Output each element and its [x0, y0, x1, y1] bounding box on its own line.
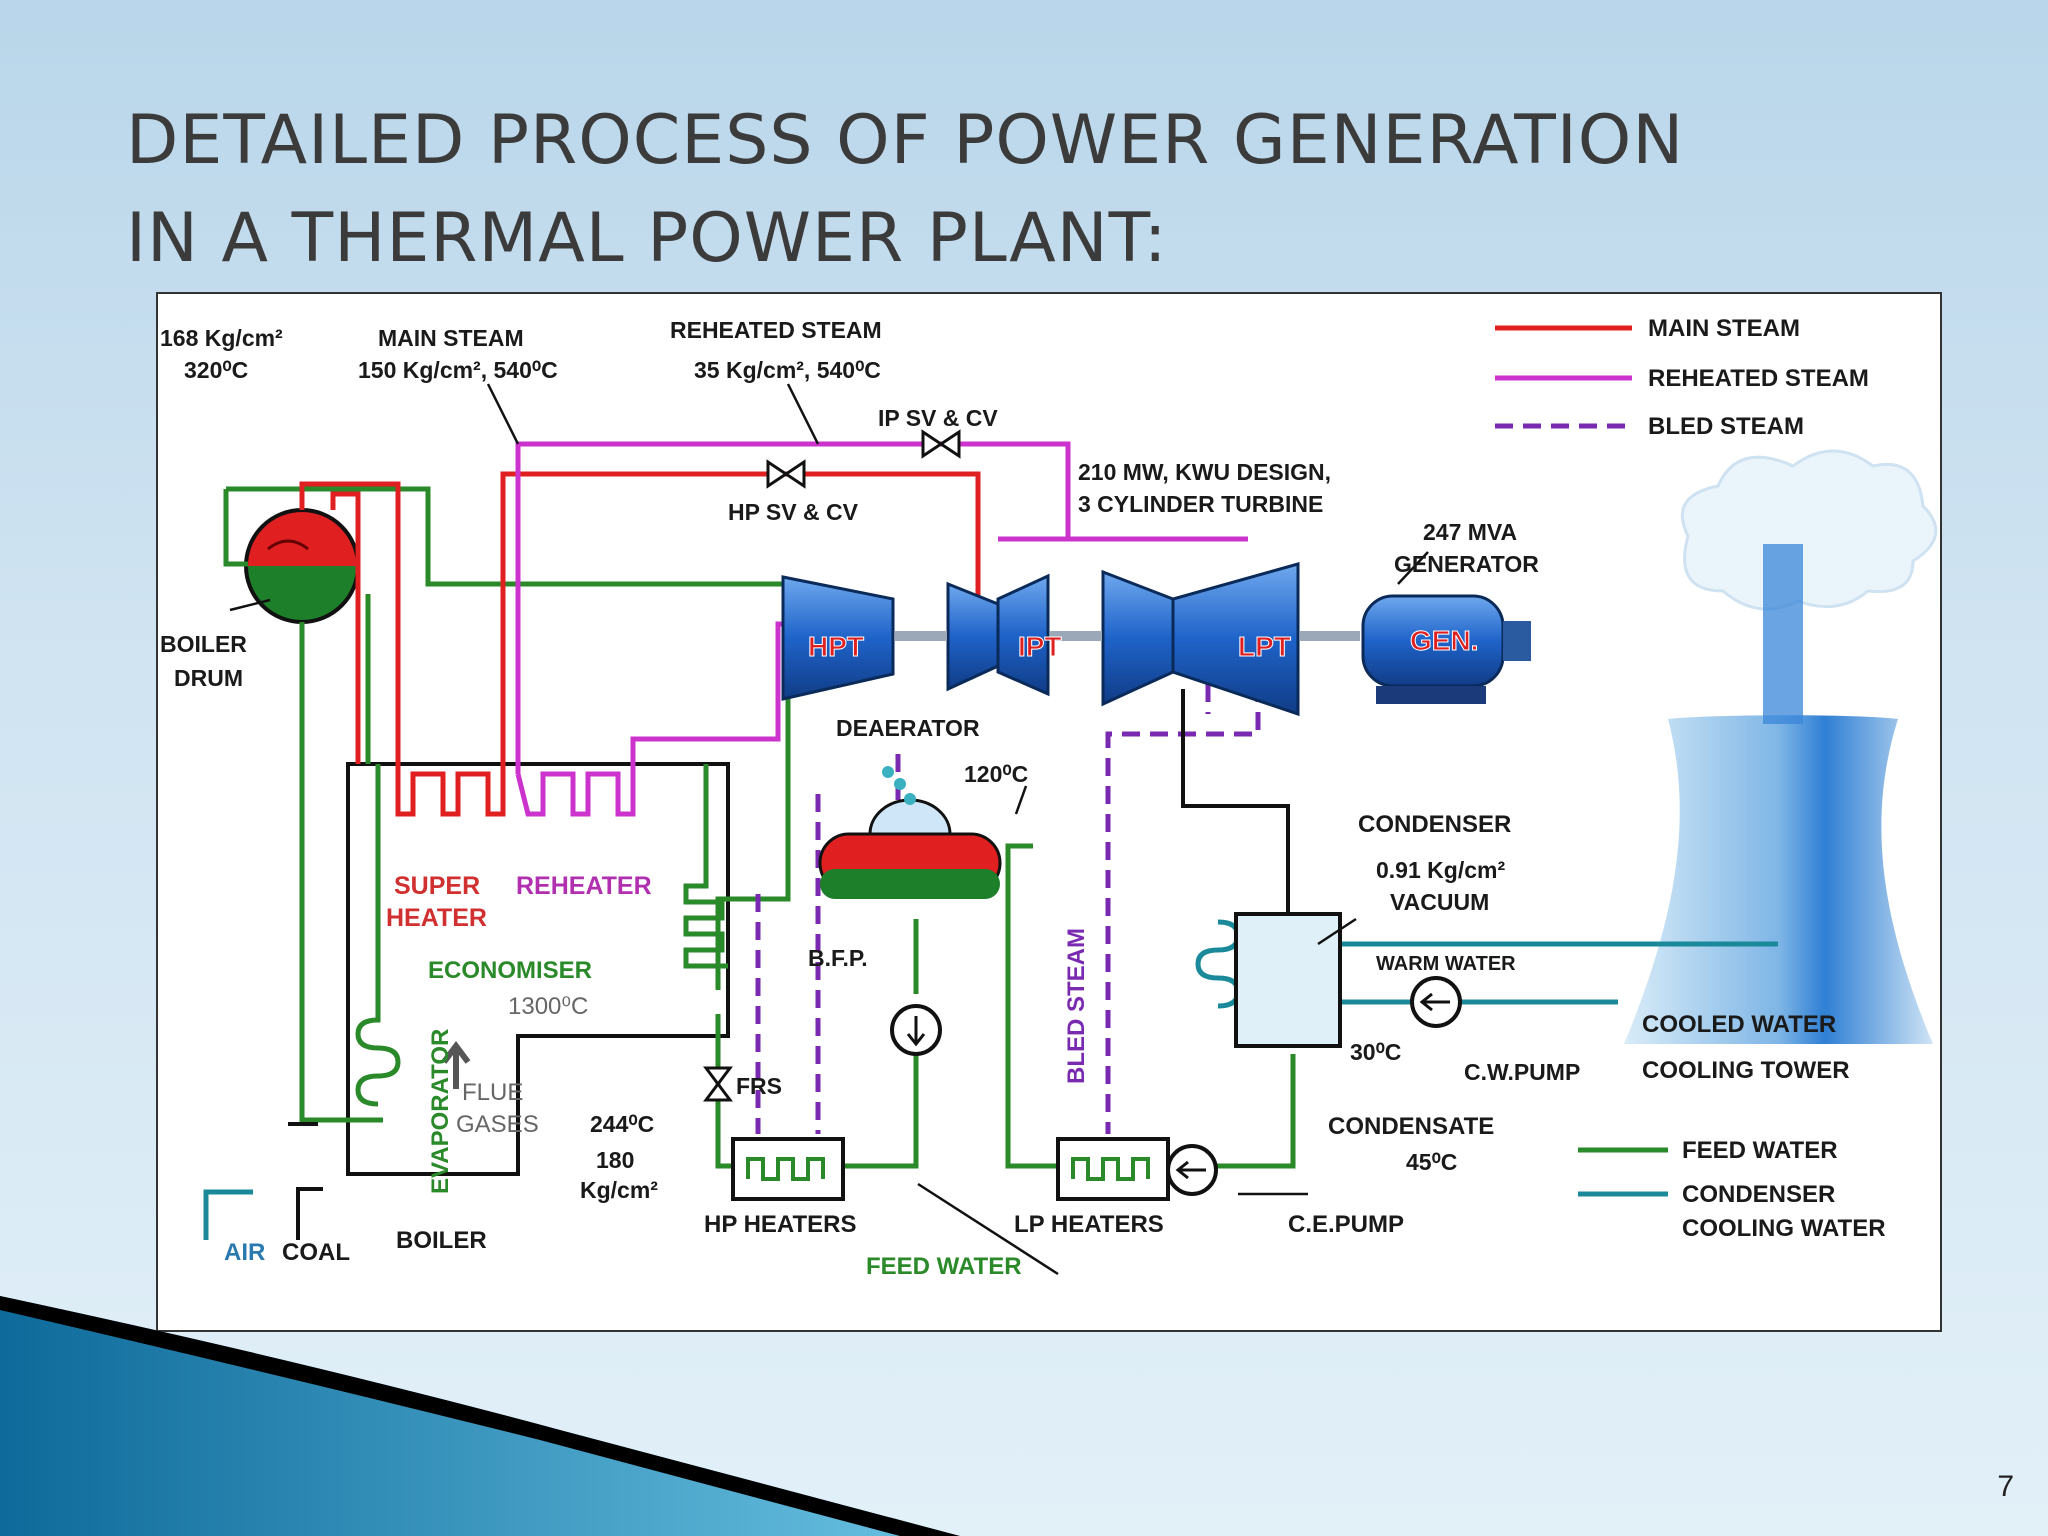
cw-pump [1410, 976, 1462, 1028]
ce-pump [1166, 1144, 1218, 1196]
label-warm-water: WARM WATER [1376, 953, 1516, 975]
reheated-steam-lines [515, 441, 1248, 817]
label-turbine-design-1: 210 MW, KWU DESIGN, [1078, 459, 1331, 485]
label-frs: FRS [736, 1073, 782, 1099]
legend-label-feed-water: FEED WATER [1682, 1137, 1838, 1164]
cooling-tower-graphic [1624, 449, 1938, 1044]
label-coal: COAL [282, 1239, 350, 1266]
label-condensate: CONDENSATE [1328, 1113, 1494, 1140]
legend-label-reheated-steam: REHEATED STEAM [1648, 365, 1869, 392]
label-ipt: IPT [1018, 631, 1062, 662]
label-bled-steam: BLED STEAM [1063, 928, 1090, 1084]
label-generator-rating: 247 MVA [1423, 519, 1517, 545]
label-drum-temp: 320⁰C [184, 357, 248, 383]
label-condenser-vacuum: VACUUM [1390, 889, 1489, 915]
legend-label-cooling-water: COOLING WATER [1682, 1215, 1886, 1242]
deaerator-tank [818, 766, 1002, 899]
label-furnace-temp: 1300⁰C [508, 993, 588, 1020]
label-boiler-drum-1: BOILER [160, 631, 247, 657]
label-flue-2: GASES [456, 1111, 539, 1138]
generator [1361, 594, 1531, 704]
label-hp-sv: HP SV & CV [728, 499, 859, 525]
bfp-pump [890, 1004, 942, 1056]
power-plant-diagram: 168 Kg/cm² 320⁰C MAIN STEAM 150 Kg/cm², … [156, 292, 1942, 1332]
label-condensate-temp: 45⁰C [1406, 1149, 1457, 1175]
label-fw-temp: 244⁰C [590, 1111, 654, 1137]
label-main-steam: MAIN STEAM [378, 325, 524, 351]
label-boiler: BOILER [396, 1227, 487, 1254]
label-ip-sv: IP SV & CV [878, 405, 998, 431]
label-ce-pump: C.E.PUMP [1288, 1211, 1404, 1238]
label-hpt: HPT [808, 631, 864, 662]
turbine-set [781, 562, 1360, 717]
boiler-outline [346, 762, 730, 1176]
label-drum-pressure: 168 Kg/cm² [160, 325, 283, 351]
label-cond-temp: 30⁰C [1350, 1039, 1401, 1065]
label-main-steam-spec: 150 Kg/cm², 540⁰C [358, 357, 558, 383]
legend-label-main-steam: MAIN STEAM [1648, 315, 1800, 342]
label-reheated-steam: REHEATED STEAM [670, 317, 882, 343]
label-hp-heaters: HP HEATERS [704, 1211, 856, 1238]
label-fw-pressure-2: Kg/cm² [580, 1177, 658, 1203]
label-boiler-drum-2: DRUM [174, 665, 243, 691]
label-lp-heaters: LP HEATERS [1014, 1211, 1164, 1238]
label-deaerator: DEAERATOR [836, 715, 980, 741]
title-line-2: IN A THERMAL POWER PLANT: [126, 199, 1168, 278]
label-cw-pump: C.W.PUMP [1464, 1059, 1580, 1085]
flue-gas-arrow [441, 1041, 471, 1089]
label-bfp: B.F.P. [808, 945, 868, 971]
label-super-heater-1: SUPER [394, 872, 480, 900]
label-super-heater-2: HEATER [386, 904, 487, 932]
diagram-labels: 168 Kg/cm² 320⁰C MAIN STEAM 150 Kg/cm², … [160, 317, 1850, 1280]
frs-valve [703, 1066, 733, 1102]
label-generator-title: GENERATOR [1394, 551, 1539, 577]
hp-sv-valve [766, 459, 806, 489]
label-reheater: REHEATER [516, 872, 652, 900]
label-deaerator-temp: 120⁰C [964, 761, 1028, 787]
label-fw-pressure-1: 180 [596, 1147, 634, 1173]
title-line-1: DETAILED PROCESS OF POWER GENERATION [126, 101, 1685, 180]
label-feed-water: FEED WATER [866, 1253, 1022, 1280]
label-condenser-pressure: 0.91 Kg/cm² [1376, 857, 1505, 883]
label-gen: GEN. [1410, 625, 1478, 656]
ip-sv-valve [921, 429, 961, 459]
condenser-box [1234, 912, 1342, 1048]
leader-lines [229, 383, 1429, 1276]
process-flow-svg: 168 Kg/cm² 320⁰C MAIN STEAM 150 Kg/cm², … [160, 315, 1938, 1280]
hp-heater [731, 1137, 845, 1201]
decorative-swoosh [0, 1296, 960, 1536]
label-flue-1: FLUE [462, 1079, 523, 1106]
label-cooled-water: COOLED WATER [1642, 1011, 1836, 1038]
label-economiser: ECONOMISER [428, 957, 592, 984]
label-cooling-tower: COOLING TOWER [1642, 1057, 1850, 1084]
label-evaporator: EVAPORATOR [427, 1029, 454, 1194]
label-turbine-design-2: 3 CYLINDER TURBINE [1078, 491, 1323, 517]
slide-title: DETAILED PROCESS OF POWER GENERATION IN … [126, 92, 1926, 288]
lp-heater [1056, 1137, 1170, 1201]
main-steam-lines [299, 471, 981, 817]
legend: MAIN STEAM REHEATED STEAM BLED STEAM FEE… [1495, 315, 1886, 1242]
label-reheated-spec: 35 Kg/cm², 540⁰C [694, 357, 881, 383]
legend-label-condenser: CONDENSER [1682, 1181, 1835, 1208]
label-lpt: LPT [1238, 631, 1291, 662]
slide-number: 7 [1997, 1470, 2014, 1503]
label-condenser: CONDENSER [1358, 811, 1511, 838]
legend-label-bled-steam: BLED STEAM [1648, 413, 1804, 440]
label-air: AIR [224, 1239, 265, 1266]
